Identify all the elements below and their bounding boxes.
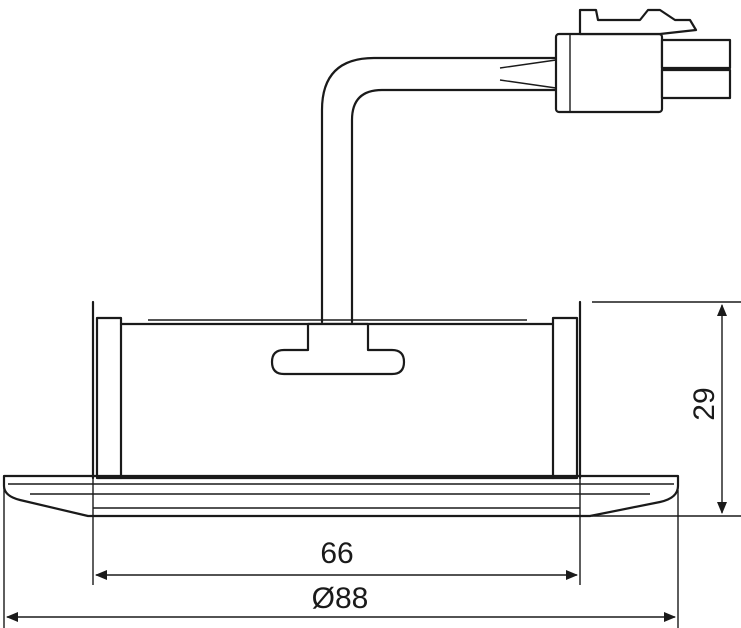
- inner-diameter-dimension: 66: [92, 478, 581, 585]
- cable: [320, 56, 558, 324]
- inner-diameter-label: 66: [320, 537, 353, 570]
- connector: [554, 8, 732, 114]
- height-label: 29: [688, 387, 721, 420]
- height-dimension: 29: [592, 301, 741, 517]
- housing: [91, 300, 582, 480]
- outer-diameter-dimension: Ø88: [3, 488, 679, 628]
- cable-clip: [270, 322, 406, 376]
- bezel-flange: [2, 474, 680, 518]
- outer-diameter-label: Ø88: [312, 582, 369, 615]
